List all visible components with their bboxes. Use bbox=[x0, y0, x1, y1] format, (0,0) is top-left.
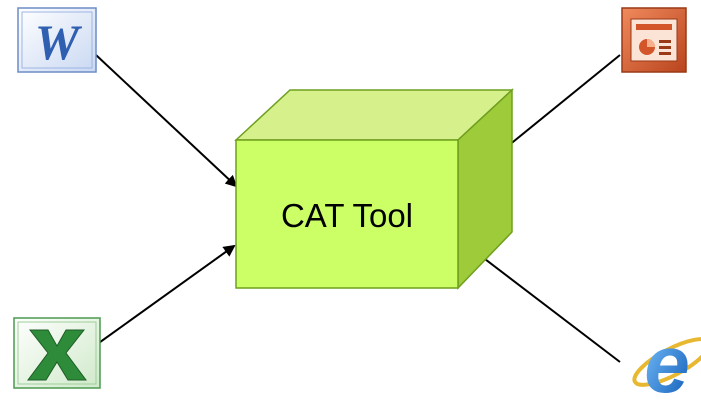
arrow-ie-to-cat bbox=[458, 238, 621, 363]
cat-tool-cube: CAT Tool bbox=[234, 88, 514, 290]
ie-icon-letter: e bbox=[644, 319, 690, 400]
arrow-excel-to-cat bbox=[95, 244, 236, 346]
cube-label: CAT Tool bbox=[281, 197, 413, 234]
arrow-word-to-cat bbox=[95, 54, 238, 188]
word-icon: W bbox=[17, 7, 97, 73]
powerpoint-icon bbox=[621, 7, 687, 73]
internet-explorer-icon: e bbox=[632, 319, 701, 400]
word-icon-letter: W bbox=[35, 14, 83, 70]
cube-front-face bbox=[235, 139, 459, 289]
excel-icon bbox=[13, 317, 101, 389]
